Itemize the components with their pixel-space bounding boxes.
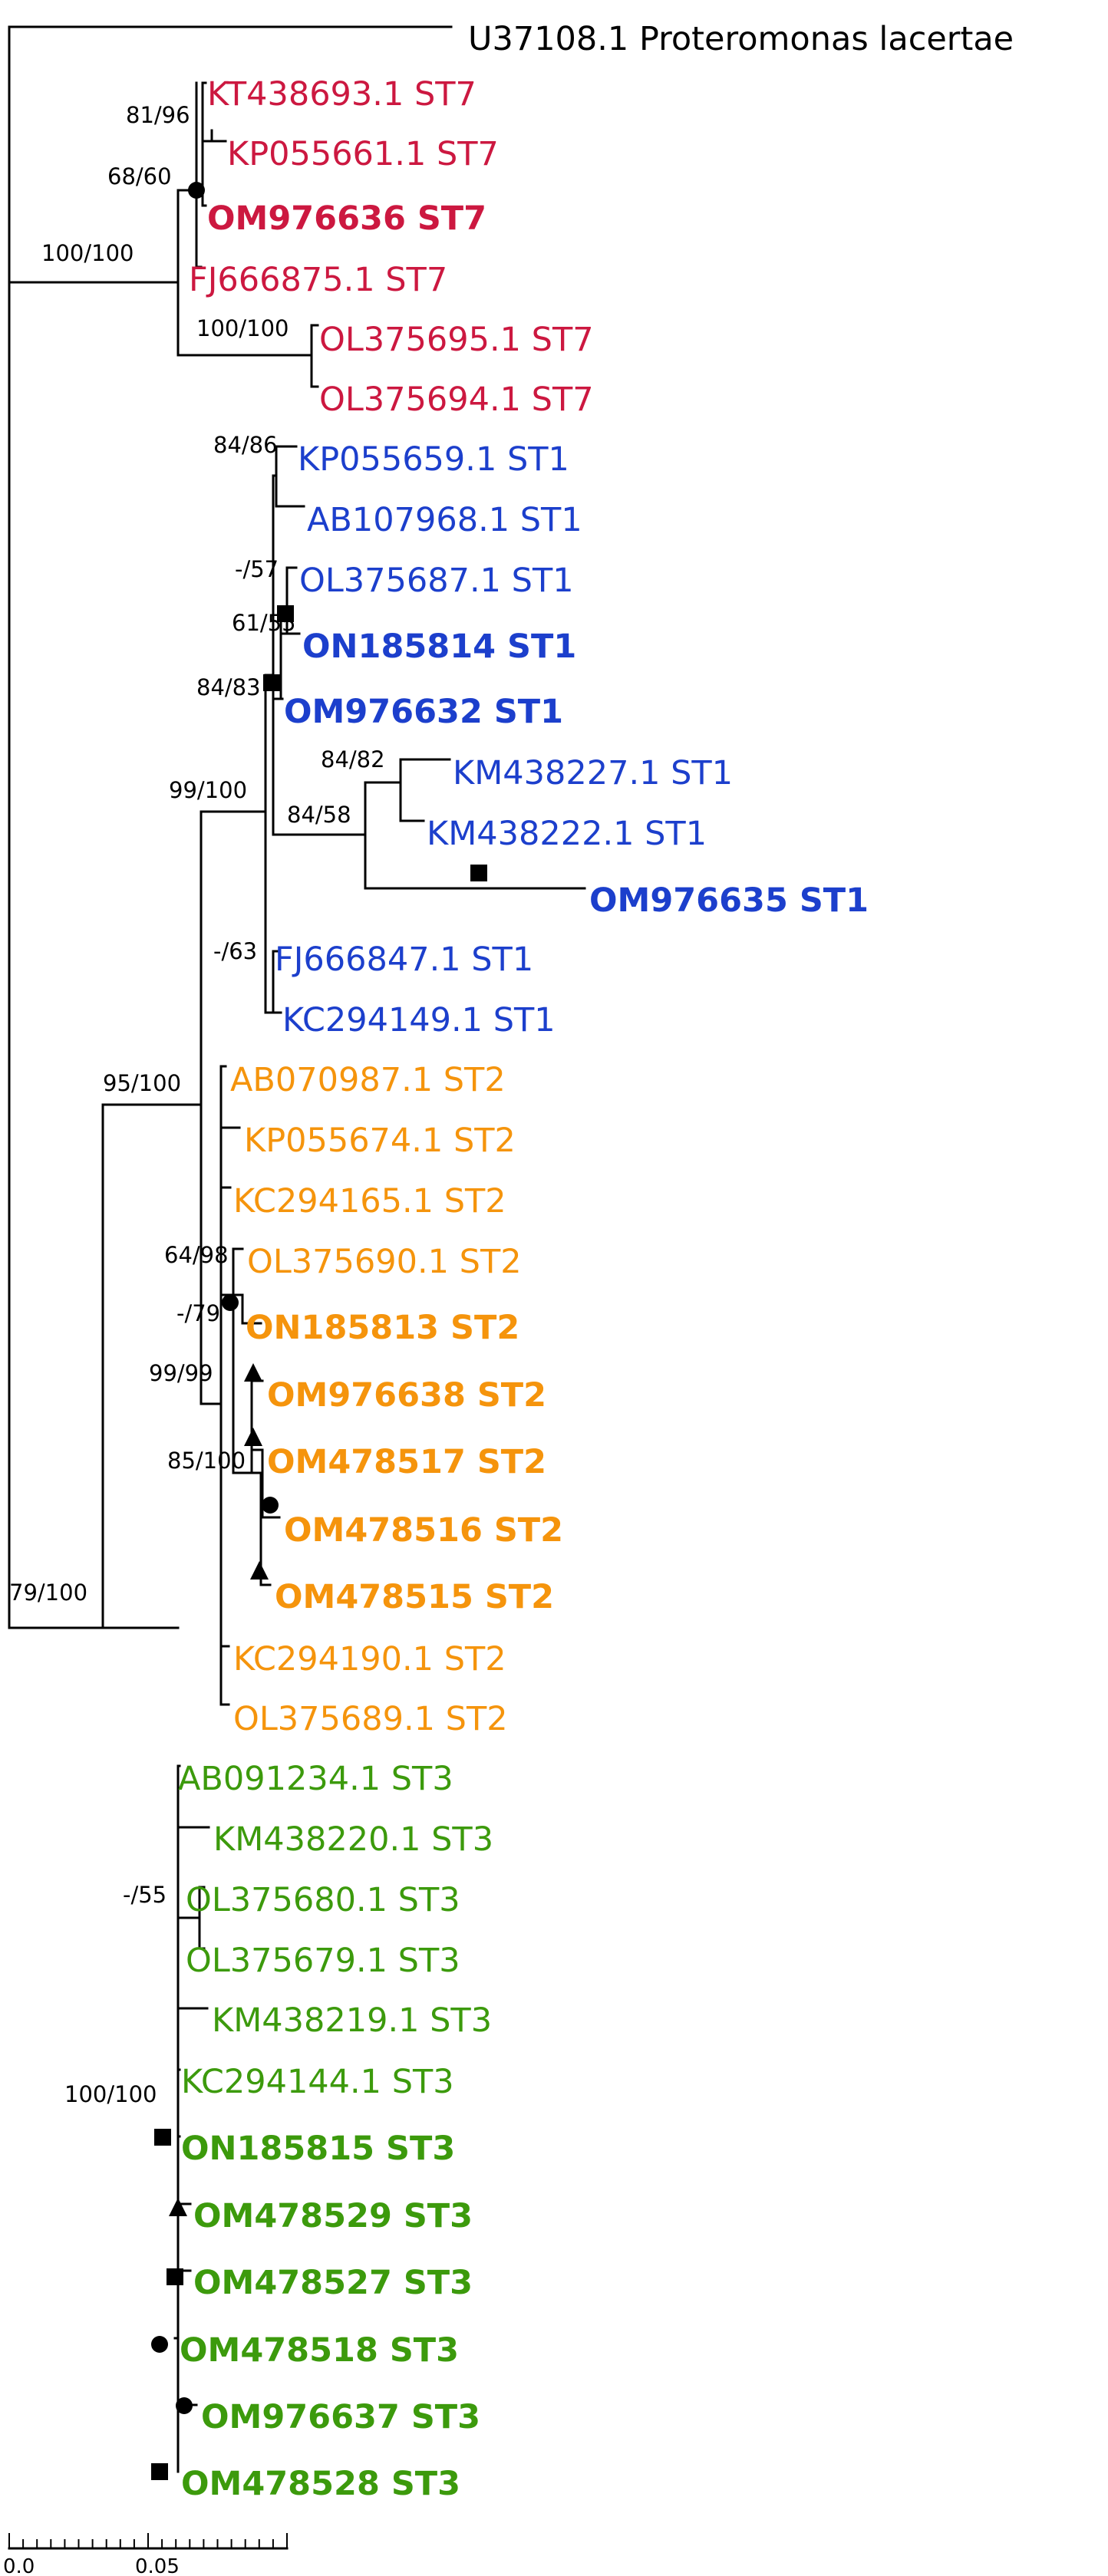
support-value: -/63 [213, 938, 257, 964]
taxon-label: OL375689.1 ST2 [233, 1700, 508, 1738]
taxon-label: AB091234.1 ST3 [178, 1760, 453, 1798]
taxon-label: OM478517 ST2 [267, 1443, 546, 1481]
taxon-labels: U37108.1 Proteromonas lacertaeKT438693.1… [178, 20, 1014, 2503]
circle-node-marker [262, 1497, 279, 1514]
taxon-label: KT438693.1 ST7 [207, 75, 477, 114]
taxon-label: KP055661.1 ST7 [227, 135, 499, 173]
support-value: 100/100 [41, 240, 134, 266]
taxon-label: AB107968.1 ST1 [307, 501, 582, 539]
support-values: 81/96 68/60 100/100 100/100 84/86 -/57 61/55 84… [9, 102, 385, 2107]
square-node-marker [151, 2463, 168, 2480]
circle-node-marker [151, 2336, 168, 2353]
taxon-label: AB070987.1 ST2 [230, 1061, 506, 1099]
support-value: 95/100 [103, 1070, 181, 1096]
circle-node-marker [188, 182, 205, 199]
support-value: 85/100 [167, 1448, 246, 1474]
triangle-node-marker [169, 2198, 187, 2216]
support-value: 99/99 [149, 1360, 213, 1386]
taxon-label: ON185814 ST1 [302, 628, 576, 666]
taxon-label: OM976638 ST2 [267, 1376, 546, 1415]
taxon-label: KP055659.1 ST1 [298, 440, 569, 479]
taxon-label: KC294149.1 ST1 [282, 1001, 556, 1039]
taxon-label: OM478516 ST2 [284, 1511, 563, 1550]
taxon-label: OM478528 ST3 [181, 2465, 460, 2503]
taxon-label: KC294190.1 ST2 [233, 1640, 506, 1678]
triangle-node-marker [244, 1363, 262, 1382]
taxon-label: OL375695.1 ST7 [319, 321, 594, 359]
support-value: 64/98 [164, 1242, 229, 1268]
taxon-label: ON185813 ST2 [246, 1309, 519, 1347]
support-value: 84/82 [321, 746, 385, 772]
taxon-label: OL375680.1 ST3 [186, 1881, 460, 1919]
taxon-label: OM478518 ST3 [180, 2331, 459, 2370]
taxon-label: OL375690.1 ST2 [247, 1243, 522, 1281]
circle-node-marker [222, 1294, 239, 1311]
taxon-label: OM478527 ST3 [193, 2264, 473, 2302]
taxon-label: KM438222.1 ST1 [427, 815, 707, 853]
taxon-label: FJ666847.1 ST1 [275, 940, 533, 979]
taxon-label: KP055674.1 ST2 [244, 1122, 516, 1160]
support-value: -/57 [235, 556, 279, 582]
taxon-label: KC294144.1 ST3 [181, 2063, 454, 2101]
support-value: 68/60 [107, 163, 172, 189]
scale-bar-label: 0.0 [3, 2555, 35, 2576]
triangle-node-marker [244, 1428, 262, 1446]
square-node-marker [167, 2268, 183, 2285]
taxon-label: OL375679.1 ST3 [186, 1942, 460, 1980]
support-value: 84/86 [213, 432, 278, 458]
taxon-label: OL375694.1 ST7 [319, 380, 594, 419]
taxon-label: OM976637 ST3 [201, 2398, 480, 2436]
taxon-label: FJ666875.1 ST7 [189, 261, 447, 299]
taxon-label: OM976636 ST7 [207, 199, 486, 238]
circle-node-marker [176, 2397, 193, 2414]
support-value: 100/100 [196, 315, 289, 341]
support-value: 84/83 [196, 674, 261, 700]
node-markers [151, 182, 487, 2480]
square-node-marker [154, 2129, 171, 2146]
taxon-label: OL375687.1 ST1 [299, 562, 574, 600]
taxon-label: KM438219.1 ST3 [212, 2001, 492, 2040]
taxon-label: OM478515 ST2 [275, 1578, 554, 1616]
taxon-label: KC294165.1 ST2 [233, 1182, 506, 1220]
scale-bar-label: 0.05 [135, 2555, 180, 2576]
square-node-marker [277, 605, 294, 622]
taxon-label: U37108.1 Proteromonas lacertae [468, 20, 1014, 58]
support-value: 61/55 [232, 610, 296, 636]
scale-bar: 0.0 0.05 [3, 2533, 289, 2576]
square-node-marker [470, 865, 487, 881]
support-value: 100/100 [64, 2081, 157, 2107]
support-value: -/55 [123, 1882, 167, 1908]
square-node-marker [263, 674, 280, 691]
taxon-label: ON185815 ST3 [181, 2130, 455, 2168]
taxon-label: OM976632 ST1 [284, 693, 563, 731]
support-value: 79/100 [9, 1580, 87, 1606]
taxon-label: OM478529 ST3 [193, 2197, 473, 2235]
taxon-label: KM438220.1 ST3 [213, 1820, 493, 1859]
support-value: 84/58 [287, 802, 351, 828]
taxon-label: KM438227.1 ST1 [453, 754, 733, 792]
taxon-label: OM976635 ST1 [589, 881, 869, 920]
support-value: 81/96 [126, 102, 190, 128]
support-value: 99/100 [169, 777, 247, 803]
support-value: -/79 [176, 1300, 220, 1326]
triangle-node-marker [250, 1561, 269, 1580]
